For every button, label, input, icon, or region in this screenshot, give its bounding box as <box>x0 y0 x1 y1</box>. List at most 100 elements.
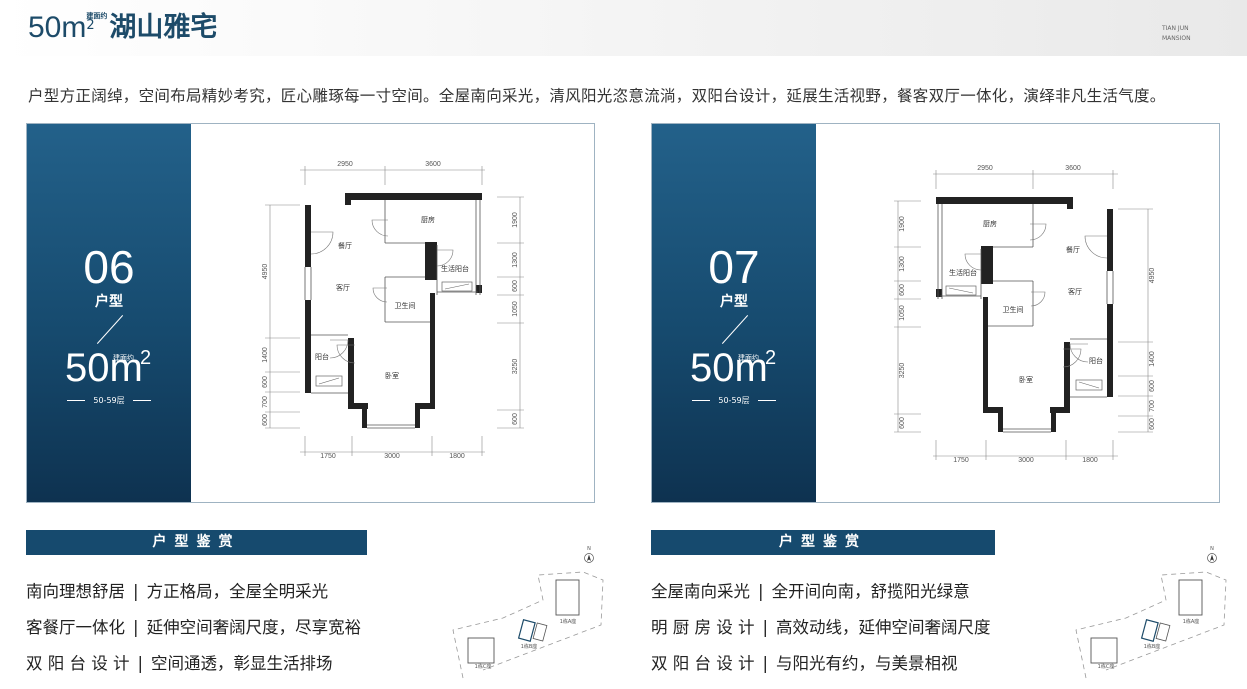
compass-icon <box>1207 553 1217 563</box>
title-area-note: 建面约 <box>86 12 108 20</box>
title-area: 50m <box>28 11 87 44</box>
room-label-kitchen: 厨房 <box>983 219 997 228</box>
header-band: 50m 建面约 2 湖山雅宅 TIAN JUN MANSION <box>0 0 1247 56</box>
dimension-label: 1800 <box>1082 457 1098 464</box>
building-b-highlight <box>1140 619 1159 642</box>
dimension-label: 1400 <box>1149 351 1156 367</box>
wall <box>1107 209 1113 271</box>
wall <box>936 289 942 297</box>
compass-icon <box>584 553 594 563</box>
unit-area-sup: 2 <box>140 347 152 369</box>
room-label-balcony: 阳台 <box>315 352 329 361</box>
appliance-icon <box>315 375 343 387</box>
wall <box>998 407 1003 432</box>
floors-dash-left <box>692 400 710 401</box>
brand-line-2: MANSION <box>1162 35 1191 42</box>
room-label-dining: 餐厅 <box>338 241 352 250</box>
appliance-icon <box>1075 379 1103 391</box>
building-b-wing <box>532 622 548 642</box>
unit-area-note: 建面约 <box>738 354 759 362</box>
wall <box>415 403 420 428</box>
site-boundary <box>452 571 604 679</box>
floors-dash-right <box>758 400 776 401</box>
wall <box>305 300 311 393</box>
building-c-outline <box>467 637 495 664</box>
dimension-label: 2950 <box>337 161 353 168</box>
wall <box>1050 407 1070 413</box>
dimension-label: 3600 <box>425 161 441 168</box>
door-swing-icon <box>371 219 389 237</box>
unit-07-panel: 07 户型 50m 建面约 2 50-59层 <box>651 123 1220 503</box>
door-swing-icon <box>310 231 334 255</box>
door-swing-icon <box>964 253 982 271</box>
dimension-label: 600 <box>512 413 519 425</box>
wall <box>1051 407 1056 432</box>
room-label-bathroom: 卫生间 <box>1003 305 1024 314</box>
building-b-highlight <box>517 619 536 642</box>
unit-area: 50m <box>65 346 143 390</box>
compass-north-label: N <box>1210 546 1214 552</box>
dimension-label: 3600 <box>1065 165 1081 172</box>
dimension-label: 700 <box>262 396 269 408</box>
feature-line: 南向理想舒居 | 方正格局，全屋全明采光 <box>26 578 328 602</box>
appliance-icon-line <box>1078 381 1100 389</box>
wall <box>1064 342 1070 412</box>
feature-line: 双 阳 台 设 计|与阳光有约，与美景相视 <box>651 650 958 674</box>
door-swing-icon <box>1029 223 1047 241</box>
feature-separator: | <box>762 654 769 673</box>
room-label-utility-balcony: 生活阳台 <box>949 268 977 277</box>
dimension-label: 600 <box>262 376 269 388</box>
building-label-a: 1栋A座 <box>1183 618 1200 625</box>
dimension-label: 600 <box>1149 380 1156 392</box>
floors-dash-left <box>67 400 85 401</box>
feature-body: 空间通透，彰显生活排场 <box>151 654 333 673</box>
room-label-bedroom: 卧室 <box>385 371 399 380</box>
feature-separator: | <box>133 582 139 601</box>
dimension-label: 1300 <box>899 256 906 272</box>
feature-body: 延伸空间奢阔尺度，尽享宽裕 <box>146 618 362 637</box>
building-label-b: 1栋B座 <box>521 643 538 650</box>
dimension-label: 3000 <box>384 453 400 460</box>
feature-line: 全屋南向采光|全开间向南，舒揽阳光绿意 <box>651 578 970 602</box>
dimension-label: 1050 <box>899 305 906 321</box>
feature-body: 方正格局，全屋全明采光 <box>146 582 329 601</box>
door-swing-icon <box>372 287 388 303</box>
wall <box>430 293 435 407</box>
brand-logo: TIAN JUN MANSION <box>1162 24 1191 44</box>
appliance-icon-line <box>318 377 340 385</box>
appliance-icon-line <box>948 287 974 294</box>
feature-line: 明 厨 房 设 计|高效动线，延伸空间奢阔尺度 <box>651 614 991 638</box>
door-swing-icon <box>336 344 356 364</box>
title-name: 湖山雅宅 <box>109 12 218 43</box>
building-label-c: 1栋C座 <box>475 663 492 670</box>
room-label-living: 客厅 <box>1068 287 1082 296</box>
dimension-label: 1400 <box>262 347 269 363</box>
unit-code: 06 <box>83 241 135 293</box>
section-title-bar: 户型鉴赏 <box>26 530 367 555</box>
feature-head: 南向理想舒居 <box>26 582 125 601</box>
unit-type-label: 户型 <box>720 294 748 310</box>
room-label-bedroom: 卧室 <box>1019 375 1033 384</box>
dimension-label: 4950 <box>1149 268 1156 284</box>
building-label-c: 1栋C座 <box>1098 663 1115 670</box>
dimension-label: 2950 <box>977 165 993 172</box>
unit-area-sup: 2 <box>765 347 777 369</box>
dimension-label: 600 <box>1149 418 1156 430</box>
feature-head: 全屋南向采光 <box>651 582 750 601</box>
feature-separator: | <box>137 654 144 673</box>
wall <box>415 403 435 409</box>
dimension-label: 1050 <box>512 301 519 317</box>
intro-text: 户型方正阔绰，空间布局精妙考究，匠心雕琢每一寸空间。全屋南向采光，清风阳光恣意流… <box>28 87 1166 105</box>
feature-head: 客餐厅一体化 <box>26 618 125 637</box>
door-swing-icon <box>1084 235 1108 259</box>
dimension-label: 600 <box>262 414 269 426</box>
floors-dash-right <box>133 400 151 401</box>
brand-line-1: TIAN JUN <box>1162 25 1189 32</box>
dimension-label: 3000 <box>1018 457 1034 464</box>
page-title: 50m 建面约 2 湖山雅宅 <box>28 8 217 48</box>
wall <box>345 193 482 200</box>
wall <box>362 403 367 428</box>
dimension-label: 3250 <box>512 359 519 375</box>
feature-head: 明 厨 房 设 计 <box>651 618 755 637</box>
unit-area: 50m <box>690 346 768 390</box>
